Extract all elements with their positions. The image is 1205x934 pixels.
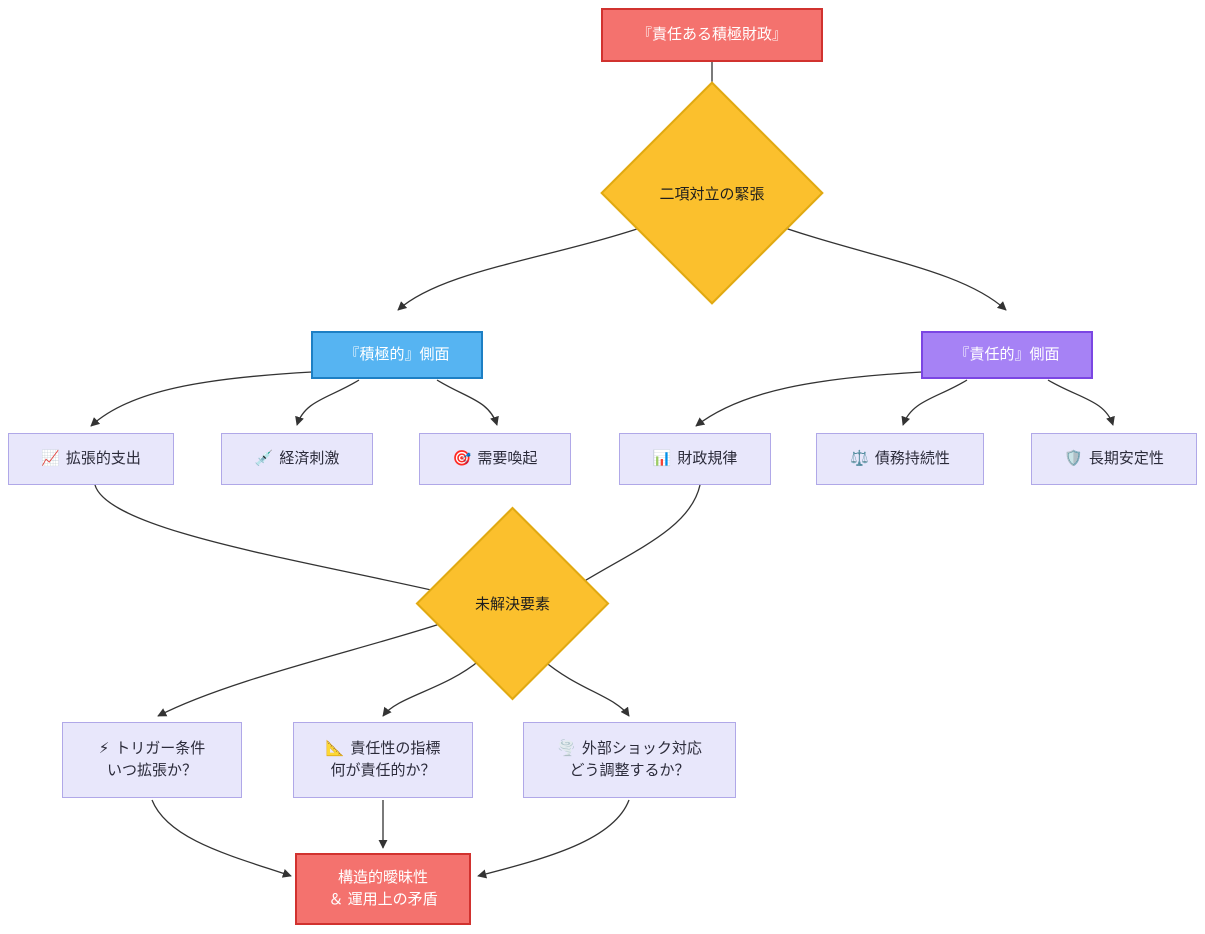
leaf-row: 📈 拡張的支出 — [41, 448, 141, 470]
node-fiscal-discipline-label: 財政規律 — [677, 450, 738, 468]
syringe-icon: 💉 — [254, 450, 274, 468]
node-unresolved[interactable]: 未解決要素 — [415, 506, 610, 701]
node-responsibility-metrics-line1: 責任性の指標 — [350, 740, 441, 758]
node-economic-stimulus[interactable]: 💉 経済刺激 — [221, 433, 373, 485]
node-responsibility-metrics-line2: 何が責任的か？ — [330, 762, 436, 779]
node-expansive-spending[interactable]: 📈 拡張的支出 — [8, 433, 174, 485]
triangular-ruler-icon: 📐 — [325, 740, 345, 758]
node-expansive-spending-label: 拡張的支出 — [65, 450, 141, 468]
node-debt-sustainability[interactable]: ⚖️ 債務持続性 — [816, 433, 984, 485]
question-row-1: 📐 責任性の指標 — [326, 738, 441, 760]
edge-fiscal-unresolved — [572, 484, 701, 589]
node-outcome-line2: ＆ 運用上の矛盾 — [328, 891, 438, 908]
edge-shock-outcome — [477, 799, 630, 879]
edge-tension-responsible — [761, 219, 1007, 311]
node-external-shock-response[interactable]: 🌪️ 外部ショック対応 どう調整するか？ — [523, 722, 736, 798]
bar-chart-icon: 📊 — [652, 450, 672, 468]
node-trigger-conditions-line1: トリガー条件 — [115, 740, 206, 758]
node-active-side-label: 『積極的』側面 — [344, 346, 450, 364]
node-responsible-side-label: 『責任的』側面 — [954, 346, 1060, 364]
node-outcome-line1: 構造的曖昧性 — [337, 869, 428, 887]
edge-expansive-unresolved — [94, 484, 441, 595]
node-external-shock-response-line1: 外部ショック対応 — [581, 740, 702, 758]
node-trigger-conditions-line2: いつ拡張か？ — [106, 762, 197, 779]
node-demand-arousal-label: 需要喚起 — [477, 450, 538, 468]
node-outcome[interactable]: 構造的曖昧性 ＆ 運用上の矛盾 — [295, 853, 471, 925]
edge-responsible-stability — [1047, 379, 1115, 426]
edge-responsible-fiscal — [695, 371, 923, 427]
node-long-term-stability[interactable]: 🛡️ 長期安定性 — [1031, 433, 1197, 485]
node-long-term-stability-label: 長期安定性 — [1088, 450, 1164, 468]
node-debt-sustainability-label: 債務持続性 — [874, 450, 950, 468]
node-tension-label: 二項対立の緊張 — [659, 185, 765, 203]
target-icon: 🎯 — [452, 450, 472, 468]
leaf-row: 🎯 需要喚起 — [453, 448, 538, 470]
tornado-icon: 🌪️ — [557, 740, 576, 758]
leaf-row: 🛡️ 長期安定性 — [1064, 448, 1164, 470]
node-trigger-conditions[interactable]: ⚡ トリガー条件 いつ拡張か？ — [62, 722, 242, 798]
edge-active-expansive — [90, 371, 313, 427]
node-responsible-side[interactable]: 『責任的』側面 — [921, 331, 1093, 379]
question-row-1: 🌪️ 外部ショック対応 — [557, 738, 702, 760]
node-root[interactable]: 『責任ある積極財政』 — [601, 8, 823, 62]
lightning-bolt-icon: ⚡ — [98, 740, 110, 758]
node-active-side[interactable]: 『積極的』側面 — [311, 331, 483, 379]
balance-scale-icon: ⚖️ — [850, 450, 869, 468]
edge-active-demand — [436, 379, 499, 426]
edge-responsible-debt — [901, 379, 968, 426]
leaf-row: ⚖️ 債務持続性 — [850, 448, 950, 470]
question-row-1: ⚡ トリガー条件 — [99, 738, 206, 760]
node-root-label: 『責任ある積極財政』 — [636, 26, 787, 44]
edge-tension-active — [397, 219, 664, 311]
leaf-row: 💉 経済刺激 — [255, 448, 340, 470]
node-fiscal-discipline[interactable]: 📊 財政規律 — [619, 433, 771, 485]
edge-trigger-outcome — [151, 799, 292, 878]
chart-increasing-icon: 📈 — [41, 450, 60, 468]
node-external-shock-response-line2: どう調整するか？ — [569, 762, 690, 779]
shield-icon: 🛡️ — [1064, 450, 1083, 468]
edge-unresolved-trigger — [157, 619, 453, 717]
node-demand-arousal[interactable]: 🎯 需要喚起 — [419, 433, 571, 485]
leaf-row: 📊 財政規律 — [653, 448, 738, 470]
node-responsibility-metrics[interactable]: 📐 責任性の指標 何が責任的か？ — [293, 722, 473, 798]
edge-active-stimulus — [295, 379, 360, 426]
node-economic-stimulus-label: 経済刺激 — [279, 450, 340, 468]
node-unresolved-label: 未解決要素 — [474, 596, 550, 613]
node-tension[interactable]: 二項対立の緊張 — [600, 81, 824, 305]
